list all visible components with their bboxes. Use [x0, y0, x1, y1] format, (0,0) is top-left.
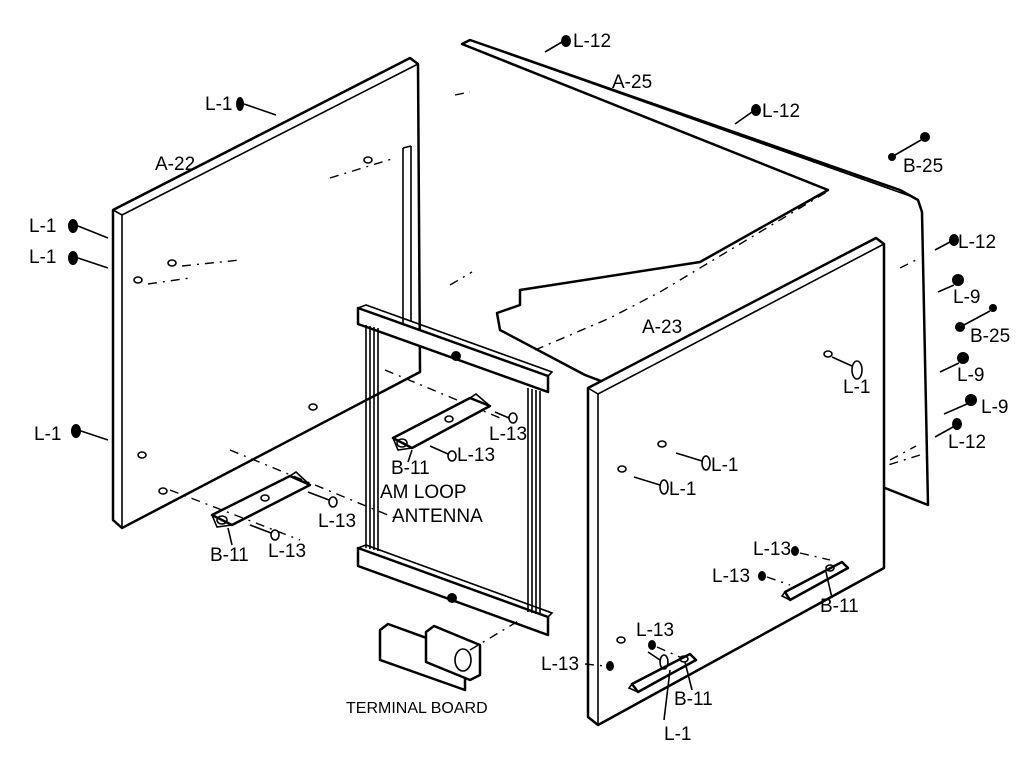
label-l1-f: L-1 — [711, 455, 738, 476]
label-l13-e: L-13 — [753, 539, 791, 560]
leader-b11-left — [227, 527, 233, 546]
label-l9-c: L-9 — [981, 397, 1008, 418]
screw-l13-center-b — [429, 445, 457, 462]
screw-l13-bottom-b — [584, 661, 614, 671]
terminal-board — [378, 619, 521, 692]
am-loop-antenna — [356, 189, 831, 637]
bracket-b11-bottom — [627, 652, 698, 694]
label-l12-a: L-12 — [573, 31, 611, 52]
screw-l1-left-top — [236, 97, 277, 116]
label-l12-c: L-12 — [958, 232, 996, 253]
screw-l1-a23-top — [831, 356, 863, 380]
label-l1-d: L-1 — [34, 424, 61, 445]
label-a25: A-25 — [612, 72, 652, 93]
screw-l9-a — [937, 274, 964, 293]
screw-b25-top — [888, 132, 930, 161]
screw-l13-bottom-a — [648, 640, 683, 659]
screw-l13-left-b — [249, 524, 280, 541]
screw-l12-right-top — [934, 234, 959, 251]
bracket-b11-left — [210, 470, 312, 528]
leader-l1-bottom — [663, 669, 671, 721]
label-b25-top: B-25 — [903, 156, 943, 177]
screw-b25-right — [955, 304, 997, 332]
screw-l12-right-bottom — [934, 418, 962, 438]
label-l13-a: L-13 — [489, 424, 527, 445]
centerline-left-bracket-lower — [169, 489, 301, 541]
screw-l1-a23-mid1 — [675, 452, 711, 471]
label-b11-right: B-11 — [820, 596, 859, 617]
screw-l1-left-mid2 — [68, 251, 109, 269]
screw-l9-c — [943, 394, 977, 415]
label-l13-b: L-13 — [457, 445, 495, 466]
label-terminal-board: TERMINAL BOARD — [346, 700, 488, 717]
label-antenna: ANTENNA — [392, 506, 483, 527]
label-l9-b: L-9 — [957, 365, 984, 386]
leader-b11-bottom — [684, 661, 693, 691]
label-l13-g: L-13 — [636, 620, 674, 641]
leader-b11-center — [407, 449, 413, 463]
label-a22: A-22 — [155, 154, 195, 175]
screw-l1-a23-mid2 — [633, 476, 669, 495]
panel-a23 — [586, 236, 886, 727]
screw-l12-top — [544, 35, 571, 53]
label-l13-h: L-13 — [541, 654, 579, 675]
label-am-loop: AM LOOP — [380, 482, 467, 503]
label-a23: A-23 — [642, 317, 682, 338]
centerline-left-bracket — [229, 449, 401, 521]
screw-l13-right-b — [758, 571, 791, 586]
label-l13-f: L-13 — [712, 566, 750, 587]
screw-l13-center-a — [494, 411, 518, 424]
label-b11-center: B-11 — [391, 458, 430, 479]
label-b11-bottom: B-11 — [674, 689, 713, 710]
label-l13-d: L-13 — [268, 541, 306, 562]
bracket-b11-right — [780, 560, 850, 602]
label-l1-b: L-1 — [29, 216, 56, 237]
label-l1-c: L-1 — [29, 247, 56, 268]
label-l1-a: L-1 — [205, 94, 232, 115]
label-b25-right: B-25 — [970, 326, 1010, 347]
leader-b11-right — [825, 571, 833, 599]
panel-a22 — [111, 56, 422, 530]
label-l13-c: L-13 — [318, 511, 356, 532]
screw-l1-left-bottom — [71, 424, 109, 441]
centerline-right-lower — [887, 454, 921, 466]
screw-l13-right-a — [791, 546, 831, 561]
bracket-b11-center — [391, 392, 492, 451]
label-l1-h: L-1 — [664, 724, 691, 745]
label-l12-d: L-12 — [948, 432, 986, 453]
label-l12-b: L-12 — [762, 101, 800, 122]
label-l1-g: L-1 — [669, 479, 696, 500]
label-l9-a: L-9 — [953, 287, 980, 308]
screw-l1-left-mid1 — [68, 219, 109, 239]
screw-l12-mid — [734, 104, 761, 125]
screw-l1-bottom — [647, 651, 669, 670]
label-b11-left: B-11 — [210, 545, 249, 566]
screw-l13-left-a — [307, 491, 338, 508]
label-l1-e: L-1 — [843, 377, 870, 398]
screw-l9-b — [939, 352, 969, 373]
